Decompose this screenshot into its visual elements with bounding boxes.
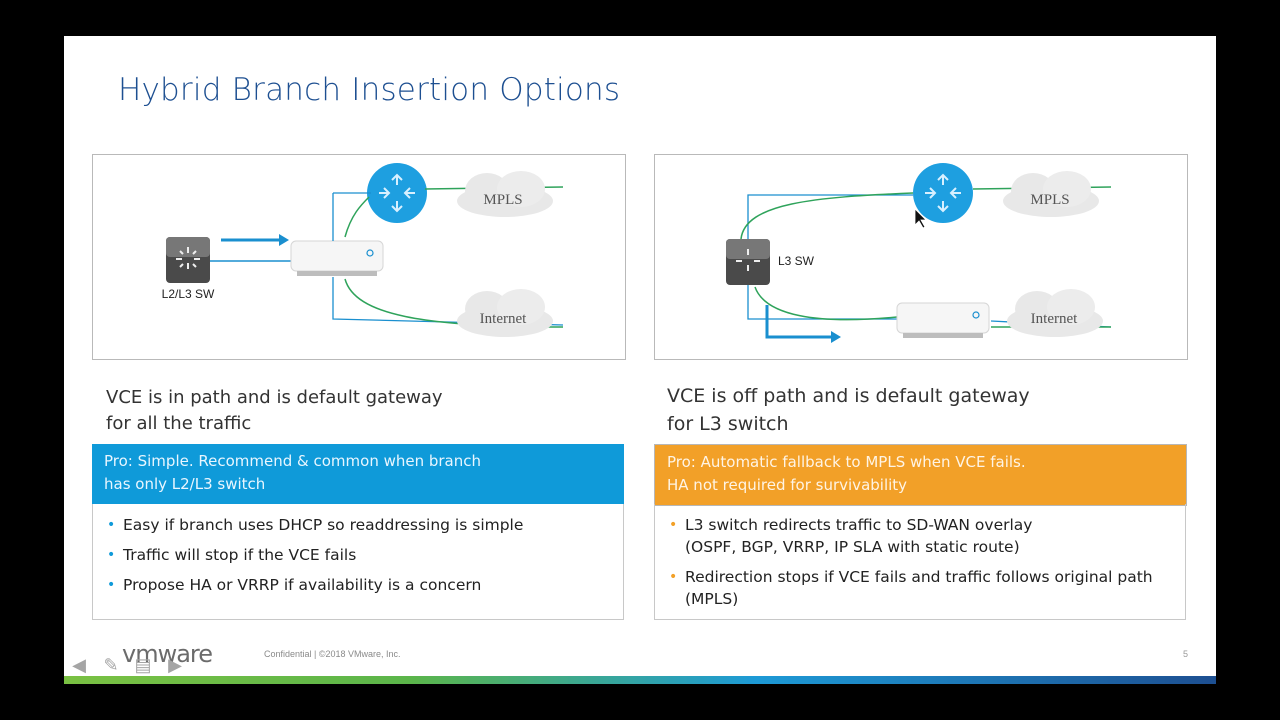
previous-slide-icon[interactable]: ◀ bbox=[72, 655, 86, 675]
footer-color-bar bbox=[64, 676, 1216, 684]
page-number: 5 bbox=[1182, 649, 1188, 659]
right-redirect-arrow-icon bbox=[765, 305, 831, 339]
right-diagram-panel: L3 SW bbox=[654, 154, 1188, 360]
left-diagram-panel: L2/L3 SW bbox=[92, 154, 626, 360]
left-mpls-cloud-icon bbox=[457, 171, 553, 217]
list-item: Traffic will stop if the VCE fails bbox=[107, 544, 623, 566]
slide: Hybrid Branch Insertion Options L2/L3 SW bbox=[64, 36, 1216, 684]
next-slide-icon[interactable]: ▶ bbox=[168, 655, 182, 675]
right-diagram: L3 SW bbox=[726, 163, 1112, 343]
left-internet-label: Internet bbox=[480, 311, 527, 327]
right-internet-cloud-icon bbox=[1007, 289, 1103, 337]
l2l3-switch-icon bbox=[166, 237, 210, 283]
right-router-icon bbox=[913, 163, 973, 223]
left-switch-label: L2/L3 SW bbox=[162, 287, 215, 301]
left-diagram: L2/L3 SW bbox=[162, 163, 564, 337]
l3-switch-icon bbox=[726, 239, 770, 285]
slide-title: Hybrid Branch Insertion Options bbox=[118, 72, 621, 108]
left-internet-cloud-icon bbox=[457, 289, 553, 337]
left-router-icon bbox=[367, 163, 427, 223]
pen-icon[interactable]: ✎ bbox=[103, 655, 119, 675]
mouse-cursor-icon bbox=[914, 208, 927, 229]
right-bullet-list: L3 switch redirects traffic to SD-WAN ov… bbox=[654, 504, 1186, 620]
left-mpls-label: MPLS bbox=[483, 192, 522, 208]
left-bullet-list: Easy if branch uses DHCP so readdressing… bbox=[92, 504, 624, 620]
list-item: Easy if branch uses DHCP so readdressing… bbox=[107, 514, 623, 536]
right-mpls-label: MPLS bbox=[1030, 192, 1069, 208]
right-switch-label: L3 SW bbox=[778, 254, 815, 268]
right-internet-label: Internet bbox=[1031, 311, 1078, 327]
menu-icon[interactable]: ▤ bbox=[134, 655, 152, 675]
left-pro-banner: Pro: Simple. Recommend & common when bra… bbox=[92, 444, 624, 504]
right-pro-banner: Pro: Automatic fallback to MPLS when VCE… bbox=[654, 444, 1187, 506]
list-item: Redirection stops if VCE fails and traff… bbox=[669, 566, 1185, 610]
list-item: L3 switch redirects traffic to SD-WAN ov… bbox=[669, 514, 1185, 558]
confidential-notice: Confidential | ©2018 VMware, Inc. bbox=[264, 649, 401, 659]
vmware-logo: vmware bbox=[122, 640, 213, 668]
left-description: VCE is in path and is default gateway fo… bbox=[106, 387, 443, 434]
left-edge-device-icon bbox=[290, 240, 384, 276]
list-item: Propose HA or VRRP if availability is a … bbox=[107, 574, 623, 596]
right-mpls-cloud-icon bbox=[1003, 171, 1099, 217]
slide-nav-controls: ◀ ✎ ▤ ▶ bbox=[68, 654, 186, 676]
right-description: VCE is off path and is default gateway f… bbox=[667, 385, 1030, 435]
right-edge-device-icon bbox=[896, 302, 990, 338]
